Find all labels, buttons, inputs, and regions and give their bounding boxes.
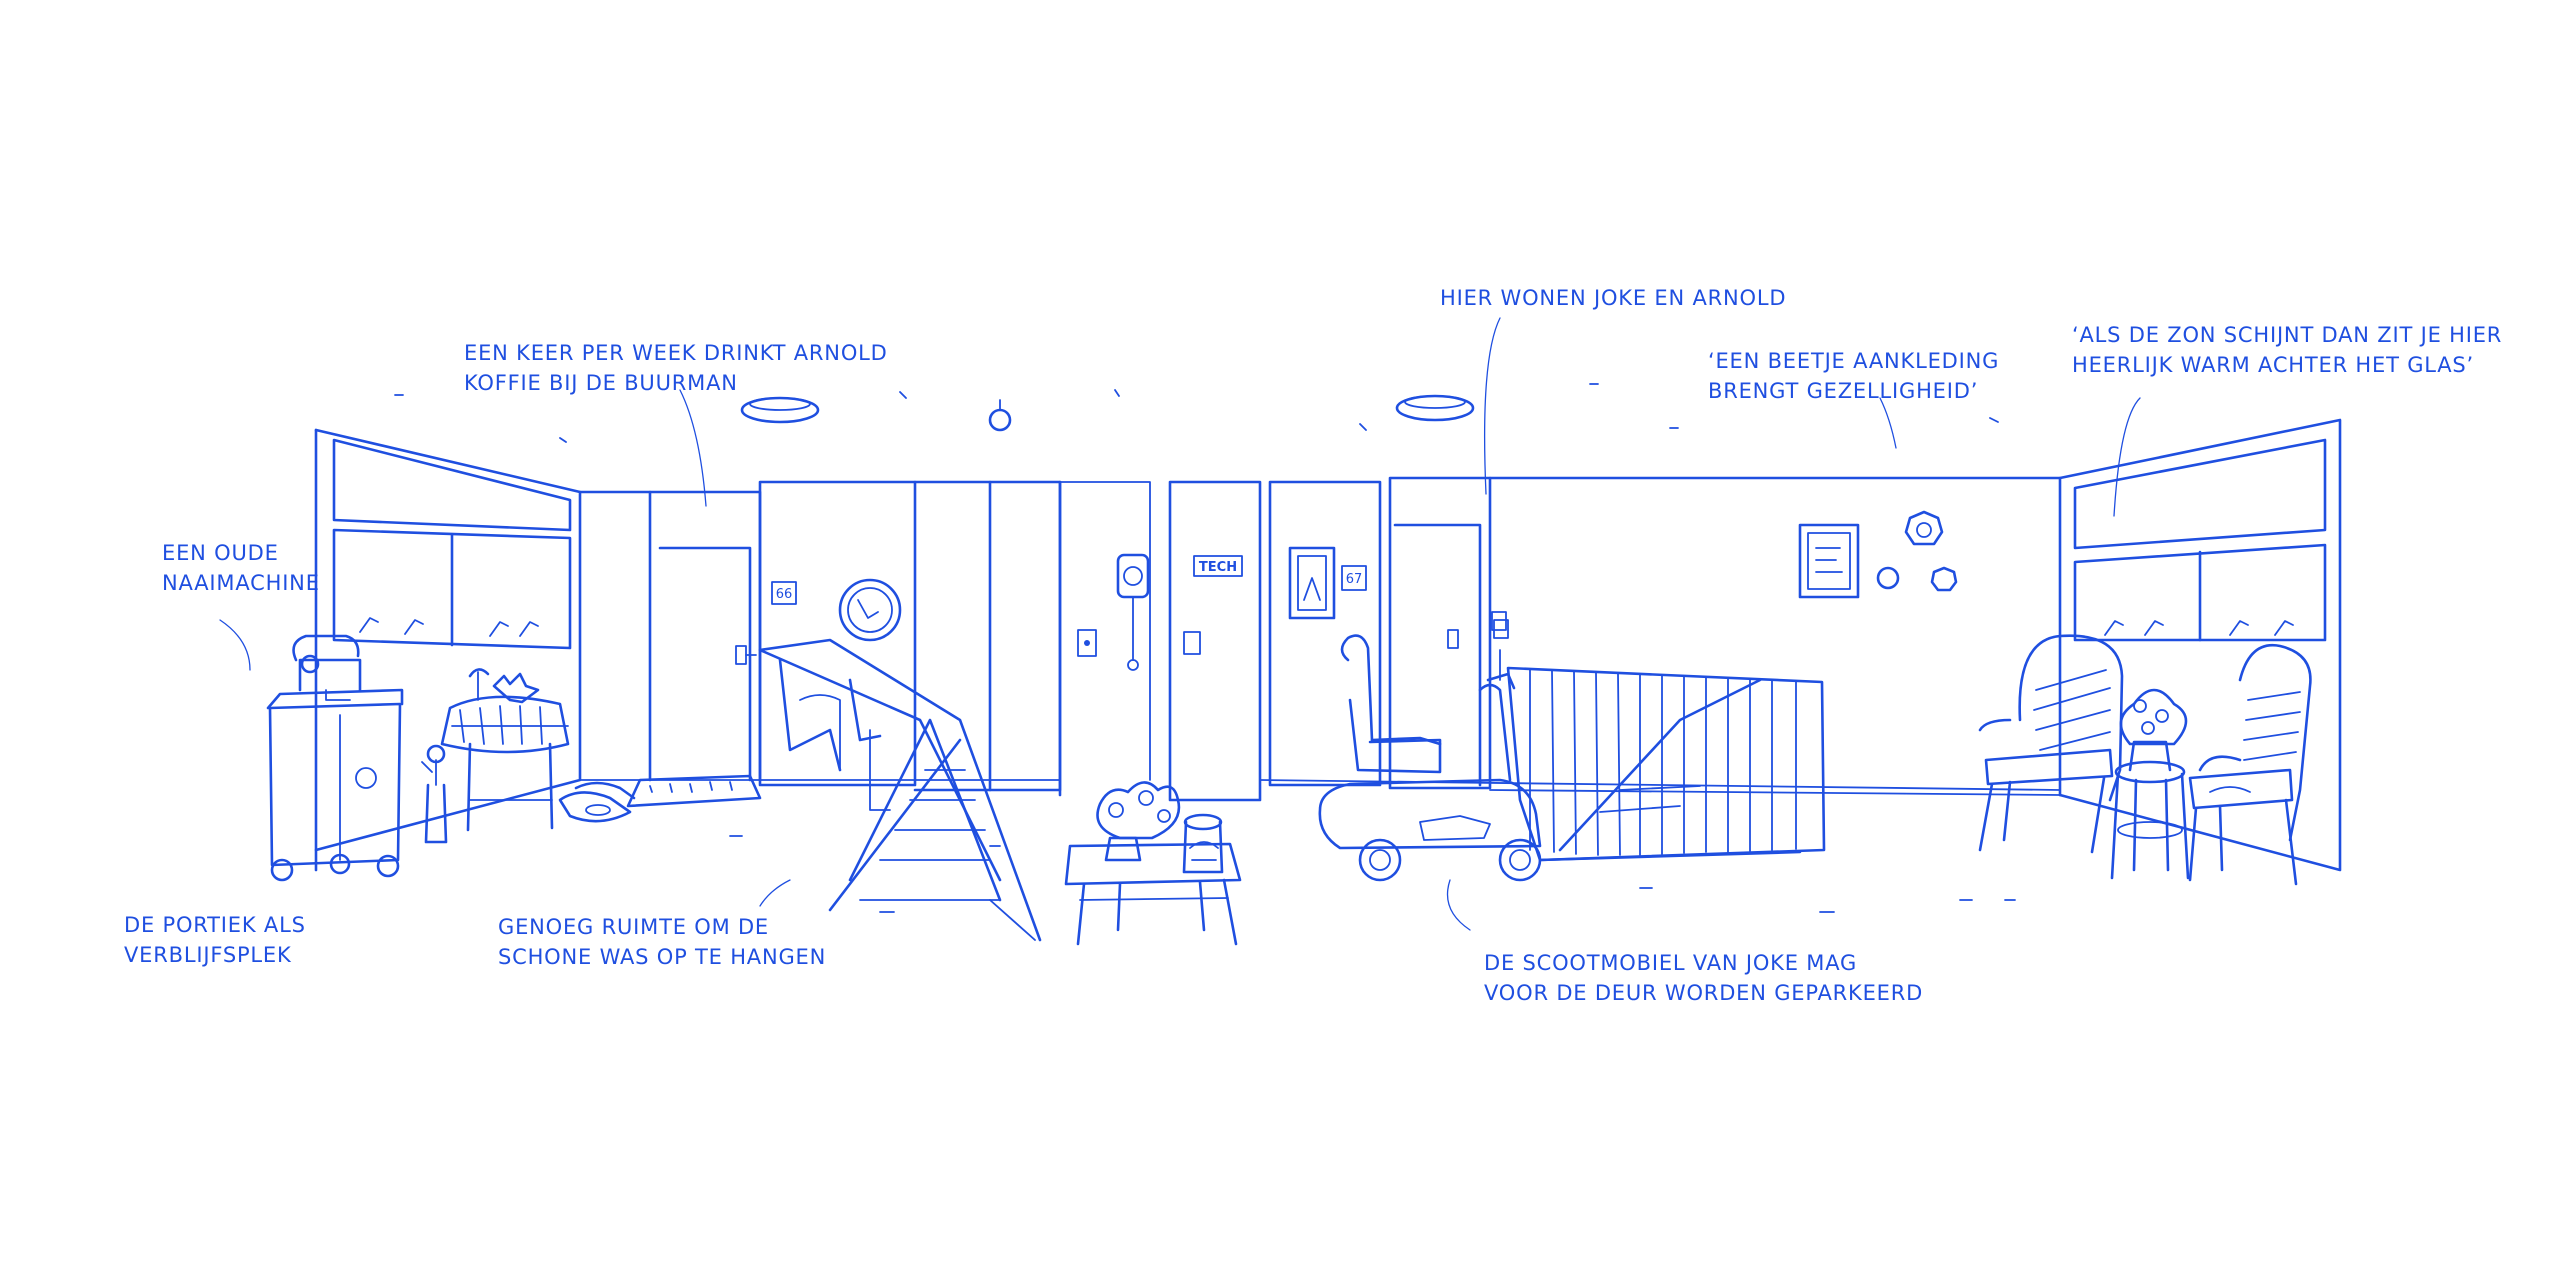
door-sign-tech: TECH: [1183, 555, 1243, 655]
mobility-scooter-icon: [1318, 619, 1542, 882]
stair-railing-icon: [1506, 666, 1826, 862]
annotation-line: Een oude: [162, 541, 279, 565]
annotation-line: Hier wonen Joke en Arnold: [1440, 286, 1787, 310]
framed-picture-icon: [1288, 546, 1336, 620]
tech-label: TECH: [1199, 560, 1237, 575]
annotation-zon: ‘Als de zon schijnt dan zit je hier heer…: [2072, 320, 2502, 380]
light-switch-icon: [1077, 629, 1097, 657]
door-number-67: 67: [1346, 572, 1363, 587]
wicker-chair-icon: [1978, 634, 2124, 854]
annotation-line: brengt gezelligheid’: [1708, 379, 1979, 403]
annotation-line: verblijfsplek: [124, 943, 292, 967]
annotation-portiek: De portiek als verblijfsplek: [124, 910, 306, 970]
annotation-line: naaimachine: [162, 571, 320, 595]
annotation-leaders: [219, 317, 2141, 931]
door-number-66: 66: [776, 587, 793, 602]
door-sign-67: 67: [1341, 565, 1507, 649]
clogs-icon: [558, 781, 636, 823]
wall-decoration-icon: [1798, 510, 1958, 599]
annotation-aankleding: ‘Een beetje aankleding brengt gezellighe…: [1708, 346, 1999, 406]
flower-vase-icon: [421, 744, 448, 844]
door-sign-66: 66: [771, 581, 797, 605]
ceiling-lamp-icon: [740, 394, 1475, 424]
wall-clock-icon: [1116, 553, 1150, 671]
candy-jar-icon: [1182, 813, 1224, 874]
annotation-was: Genoeg ruimte om de schone was op te han…: [498, 912, 826, 972]
drying-rack-icon: [758, 638, 1042, 942]
annotation-line: voor de deur worden geparkeerd: [1484, 981, 1924, 1005]
plant-stand-icon: [2110, 688, 2190, 880]
annotation-line: Genoeg ruimte om de: [498, 915, 770, 939]
door-handle-66: [735, 645, 757, 665]
round-mirror-icon: [838, 578, 902, 642]
annotation-line: schone was op te hangen: [498, 945, 827, 969]
doormat-icon: [626, 774, 762, 808]
annotation-joke-arnold: Hier wonen Joke en Arnold: [1440, 283, 1786, 313]
coffee-table-icon: [1064, 781, 1242, 946]
side-table-icon: [440, 668, 570, 832]
annotation-line: De scootmobiel van Joke mag: [1484, 951, 1858, 975]
room-structure: [314, 418, 2342, 872]
wicker-chair-icon-2: [2188, 643, 2312, 886]
annotation-koffie: Een keer per week drinkt Arnold koffie b…: [464, 338, 888, 398]
smoke-detector-icon: [988, 399, 1012, 432]
annotation-naaimachine: Een oude naaimachine: [162, 538, 320, 598]
annotation-line: ‘Als de zon schijnt dan zit je hier: [2072, 323, 2503, 347]
annotation-line: Een keer per week drinkt Arnold: [464, 341, 888, 365]
sewing-machine-icon: [266, 634, 404, 882]
annotation-line: koffie bij de buurman: [464, 371, 738, 395]
annotation-scootmobiel: De scootmobiel van Joke mag voor de deur…: [1484, 948, 1923, 1008]
annotation-line: heerlijk warm achter het glas’: [2072, 353, 2475, 377]
sketch-marks: [394, 383, 2016, 913]
annotation-line: ‘Een beetje aankleding: [1708, 349, 2000, 373]
bouquet-icon: [1096, 781, 1181, 862]
annotation-line: De portiek als: [124, 913, 306, 937]
